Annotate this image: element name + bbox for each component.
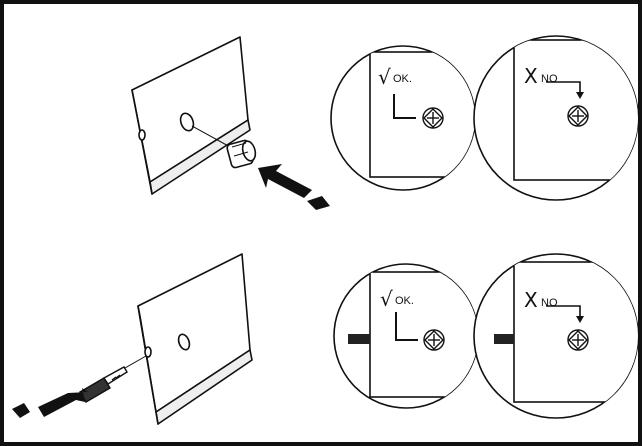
bottom-insert-arrow (12, 388, 88, 418)
top-no-detail: X NO (473, 35, 639, 201)
top-ok-cam-icon (422, 107, 444, 129)
bottom-ok-check-icon: √ (380, 287, 393, 311)
bottom-no-bolt-stub (494, 334, 514, 344)
top-cam-hole (179, 112, 195, 132)
bottom-edge-hole (144, 346, 152, 358)
top-no-cam-icon (567, 105, 589, 127)
bottom-ok-label: OK. (395, 295, 414, 307)
bottom-no-cam-icon (567, 329, 589, 351)
bottom-no-x-icon: X (524, 288, 538, 312)
top-panel-board (131, 36, 251, 195)
top-no-x-icon: X (524, 64, 538, 88)
top-insert-arrow (258, 164, 330, 210)
top-edge-hole (138, 129, 146, 141)
bottom-cam-hole (177, 333, 191, 351)
top-guide-line (191, 125, 233, 149)
connecting-bolt (79, 366, 128, 403)
bottom-no-label: NO (541, 297, 558, 309)
top-ok-check-icon: √ (378, 65, 391, 89)
bottom-ok-cam-icon (423, 329, 445, 351)
bottom-ok-detail: √ OK. (333, 263, 479, 409)
bottom-panel-board (137, 253, 253, 425)
bottom-ok-bolt-stub (348, 334, 370, 344)
top-ok-label: OK. (393, 73, 412, 85)
cam-lock-fitting (226, 139, 257, 169)
top-no-label: NO (541, 73, 558, 85)
top-ok-detail: √ OK. (330, 45, 476, 191)
bottom-no-detail: X NO (473, 253, 639, 419)
